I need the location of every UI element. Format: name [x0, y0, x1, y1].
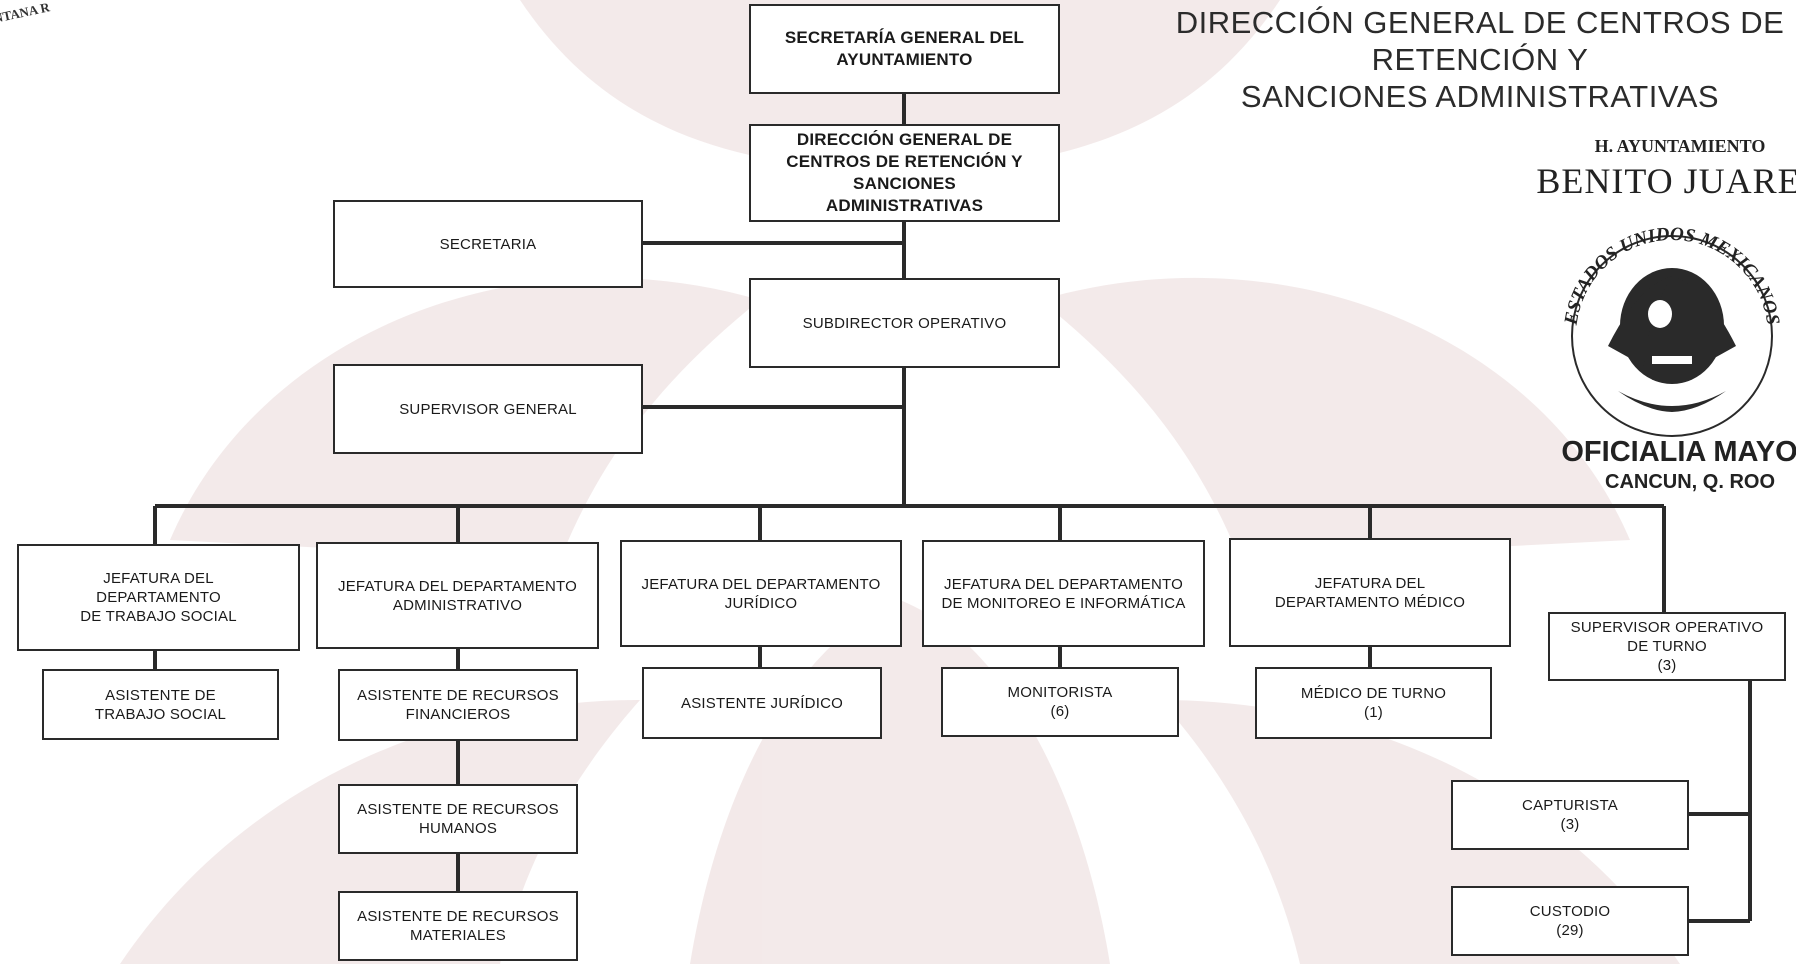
seal-caption: H. AYUNTAMIENTO	[1594, 136, 1766, 156]
org-box-secretaria-general: SECRETARÍA GENERAL DEL AYUNTAMIENTO	[749, 4, 1060, 94]
org-box-supervisor-general: SUPERVISOR GENERAL	[333, 364, 643, 454]
org-box-jefatura-medico: JEFATURA DEL DEPARTAMENTO MÉDICO	[1229, 538, 1511, 647]
org-box-supervisor-operativo-turno: SUPERVISOR OPERATIVO DE TURNO (3)	[1548, 612, 1786, 681]
org-box-asistente-recursos-humanos: ASISTENTE DE RECURSOS HUMANOS	[338, 784, 578, 854]
org-box-asistente-recursos-materiales: ASISTENTE DE RECURSOS MATERIALES	[338, 891, 578, 961]
org-box-asistente-trabajo-social: ASISTENTE DE TRABAJO SOCIAL	[42, 669, 279, 740]
org-box-jefatura-juridico: JEFATURA DEL DEPARTAMENTO JURÍDICO	[620, 540, 902, 647]
org-box-asistente-juridico: ASISTENTE JURÍDICO	[642, 667, 882, 739]
org-box-asistente-recursos-financieros: ASISTENTE DE RECURSOS FINANCIEROS	[338, 669, 578, 741]
page-title: DIRECCIÓN GENERAL DE CENTROS DE RETENCIÓ…	[1175, 5, 1785, 114]
org-box-capturista: CAPTURISTA (3)	[1451, 780, 1689, 850]
org-box-medico-turno: MÉDICO DE TURNO (1)	[1255, 667, 1492, 739]
office-city: CANCUN, Q. ROO	[1605, 471, 1775, 493]
org-box-jefatura-administrativo: JEFATURA DEL DEPARTAMENTO ADMINISTRATIVO	[316, 542, 599, 649]
org-box-jefatura-monitoreo: JEFATURA DEL DEPARTAMENTO DE MONITOREO E…	[922, 540, 1205, 647]
org-box-secretaria: SECRETARIA	[333, 200, 643, 288]
org-box-subdirector-operativo: SUBDIRECTOR OPERATIVO	[749, 278, 1060, 368]
office-name: OFICIALIA MAYOR	[1561, 436, 1796, 468]
seal-title: BENITO JUAREZ	[1536, 161, 1796, 201]
org-box-monitorista: MONITORISTA (6)	[941, 667, 1179, 737]
org-box-custodio: CUSTODIO (29)	[1451, 886, 1689, 956]
org-box-direccion-general: DIRECCIÓN GENERAL DE CENTROS DE RETENCIÓ…	[749, 124, 1060, 222]
national-seal-icon: ESTADOS UNIDOS MEXICANOS	[1560, 224, 1783, 437]
org-box-jefatura-trabajo-social: JEFATURA DEL DEPARTAMENTO DE TRABAJO SOC…	[17, 544, 300, 651]
